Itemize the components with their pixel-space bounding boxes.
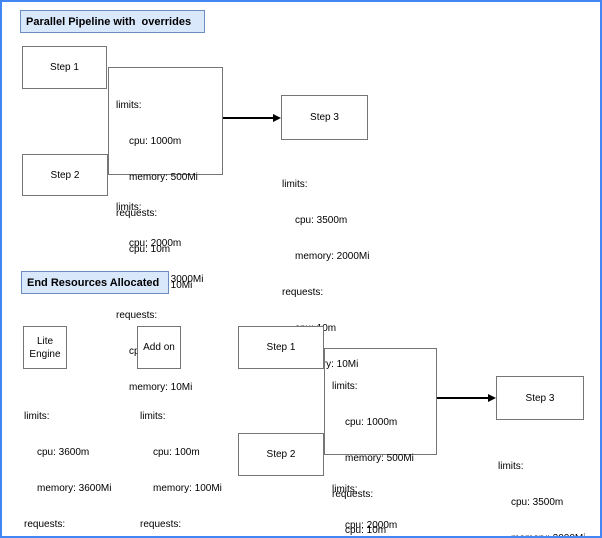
node-end-step1: Step 1 <box>238 326 324 369</box>
node-pipeline-step2: Step 2 <box>22 154 108 196</box>
resources-end-step1: limits: cpu: 1000m memory: 500Mi request… <box>332 357 414 536</box>
resources-end-step3: limits: cpu: 3500m memory: 2000Mi reques… <box>498 437 585 536</box>
node-pipeline-step1: Step 1 <box>22 46 107 89</box>
node-lite-engine: Lite Engine <box>23 326 67 369</box>
resource-line: memory: 3600Mi <box>37 483 112 494</box>
resource-line: requests: <box>116 208 158 219</box>
resource-line: requests: <box>24 519 66 530</box>
group-end-merge-rect <box>324 348 437 455</box>
node-end-step3: Step 3 <box>496 376 584 420</box>
resource-line: limits: <box>332 381 358 392</box>
resource-line: limits: <box>24 411 50 422</box>
resource-line: cpu: 2000m <box>129 238 182 249</box>
resource-line: limits: <box>332 484 358 495</box>
resources-lite-engine: limits: cpu: 3600m memory: 3600Mi reques… <box>24 387 112 536</box>
resource-line: cpu: 10m <box>129 244 171 255</box>
resource-line: cpu: 1000m <box>345 417 398 428</box>
resource-line: cpu: 3500m <box>511 497 564 508</box>
node-end-step2: Step 2 <box>238 433 324 476</box>
resource-line: cpu: 100m <box>153 447 200 458</box>
resource-line: memory: 500Mi <box>129 172 198 183</box>
resource-line: requests: <box>332 489 374 500</box>
resources-end-step2: limits: cpu: 2000m memory: 3000Mi reques… <box>332 460 419 536</box>
arrow-end-merge-to-step3 <box>437 394 496 402</box>
resource-line: memory: 2000Mi <box>295 251 370 262</box>
resource-line: limits: <box>140 411 166 422</box>
resource-line: cpu: 3500m <box>295 215 348 226</box>
arrow-merge-to-step3 <box>223 114 281 122</box>
resources-pipeline-step2: limits: cpu: 2000m memory: 3000Mi reques… <box>116 178 203 418</box>
resource-line: cpu: 3600m <box>37 447 90 458</box>
resource-line: cpu: 2000m <box>345 520 398 531</box>
node-addon: Add on <box>137 326 181 369</box>
resource-line: requests: <box>140 519 182 530</box>
section-title-parallel-pipeline: Parallel Pipeline with overrides <box>20 10 205 33</box>
resource-line: requests: <box>116 310 158 321</box>
resources-addon: limits: cpu: 100m memory: 100Mi requests… <box>140 387 222 536</box>
resource-line: cpu: 1000m <box>129 136 182 147</box>
resource-line: memory: 100Mi <box>153 483 222 494</box>
resource-line: limits: <box>282 179 308 190</box>
resource-line: requests: <box>282 287 324 298</box>
section-title-end-resources: End Resources Allocated <box>21 271 169 294</box>
resource-line: limits: <box>116 100 142 111</box>
resource-line: memory: 10Mi <box>129 382 193 393</box>
resource-line: memory: 2000Mi <box>511 533 585 536</box>
resource-line: limits: <box>498 461 524 472</box>
node-pipeline-step3: Step 3 <box>281 95 368 140</box>
resource-line: limits: <box>116 202 142 213</box>
resource-line: cpu: 10m <box>345 525 387 536</box>
group-pipeline-merge-rect <box>108 67 223 175</box>
resource-line: memory: 500Mi <box>345 453 414 464</box>
